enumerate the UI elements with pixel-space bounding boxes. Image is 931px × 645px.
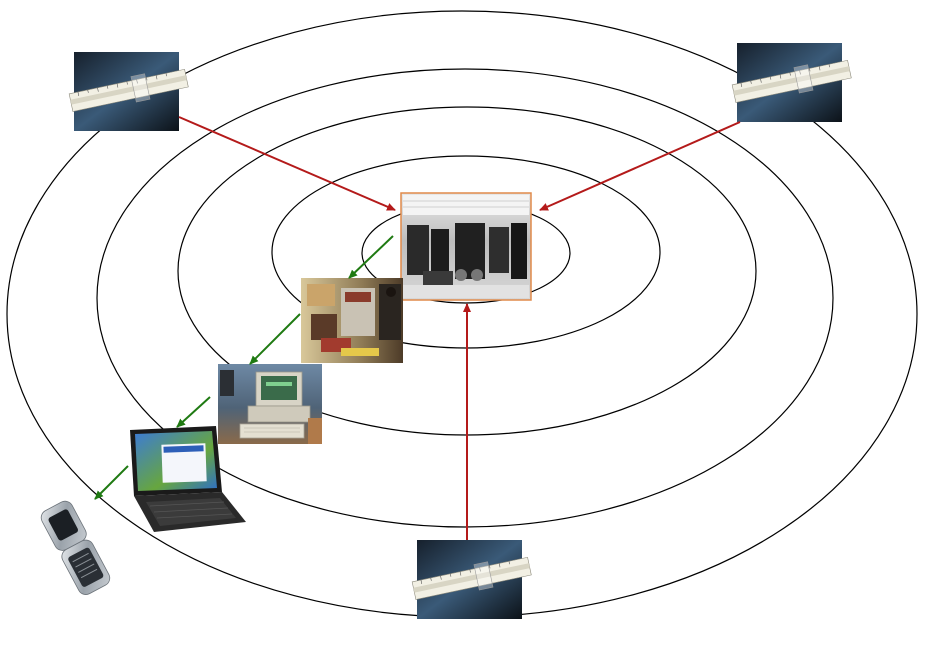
arrow-mainframe-to-minicomputer <box>348 235 394 279</box>
ring-4 <box>96 68 834 528</box>
slide-rule-image-top-left <box>68 52 189 131</box>
mainframe-image <box>400 192 532 301</box>
arrow-minicomputer-to-pc <box>249 313 301 365</box>
arrow-laptop-to-phone <box>94 465 129 500</box>
green-arrows <box>94 235 394 500</box>
personal-computer-image <box>218 364 322 444</box>
arrow-pc-to-laptop <box>176 396 211 428</box>
laptop-image <box>130 426 246 532</box>
slide-rule-image-bottom <box>411 540 532 619</box>
arrow-top-left-to-mainframe <box>178 116 396 211</box>
slide-rule-image-top-right <box>731 43 852 122</box>
minicomputer-image <box>301 278 403 363</box>
arrow-top-right-to-mainframe <box>539 121 741 211</box>
mobile-phone-image <box>40 500 111 595</box>
red-arrows <box>178 116 741 540</box>
